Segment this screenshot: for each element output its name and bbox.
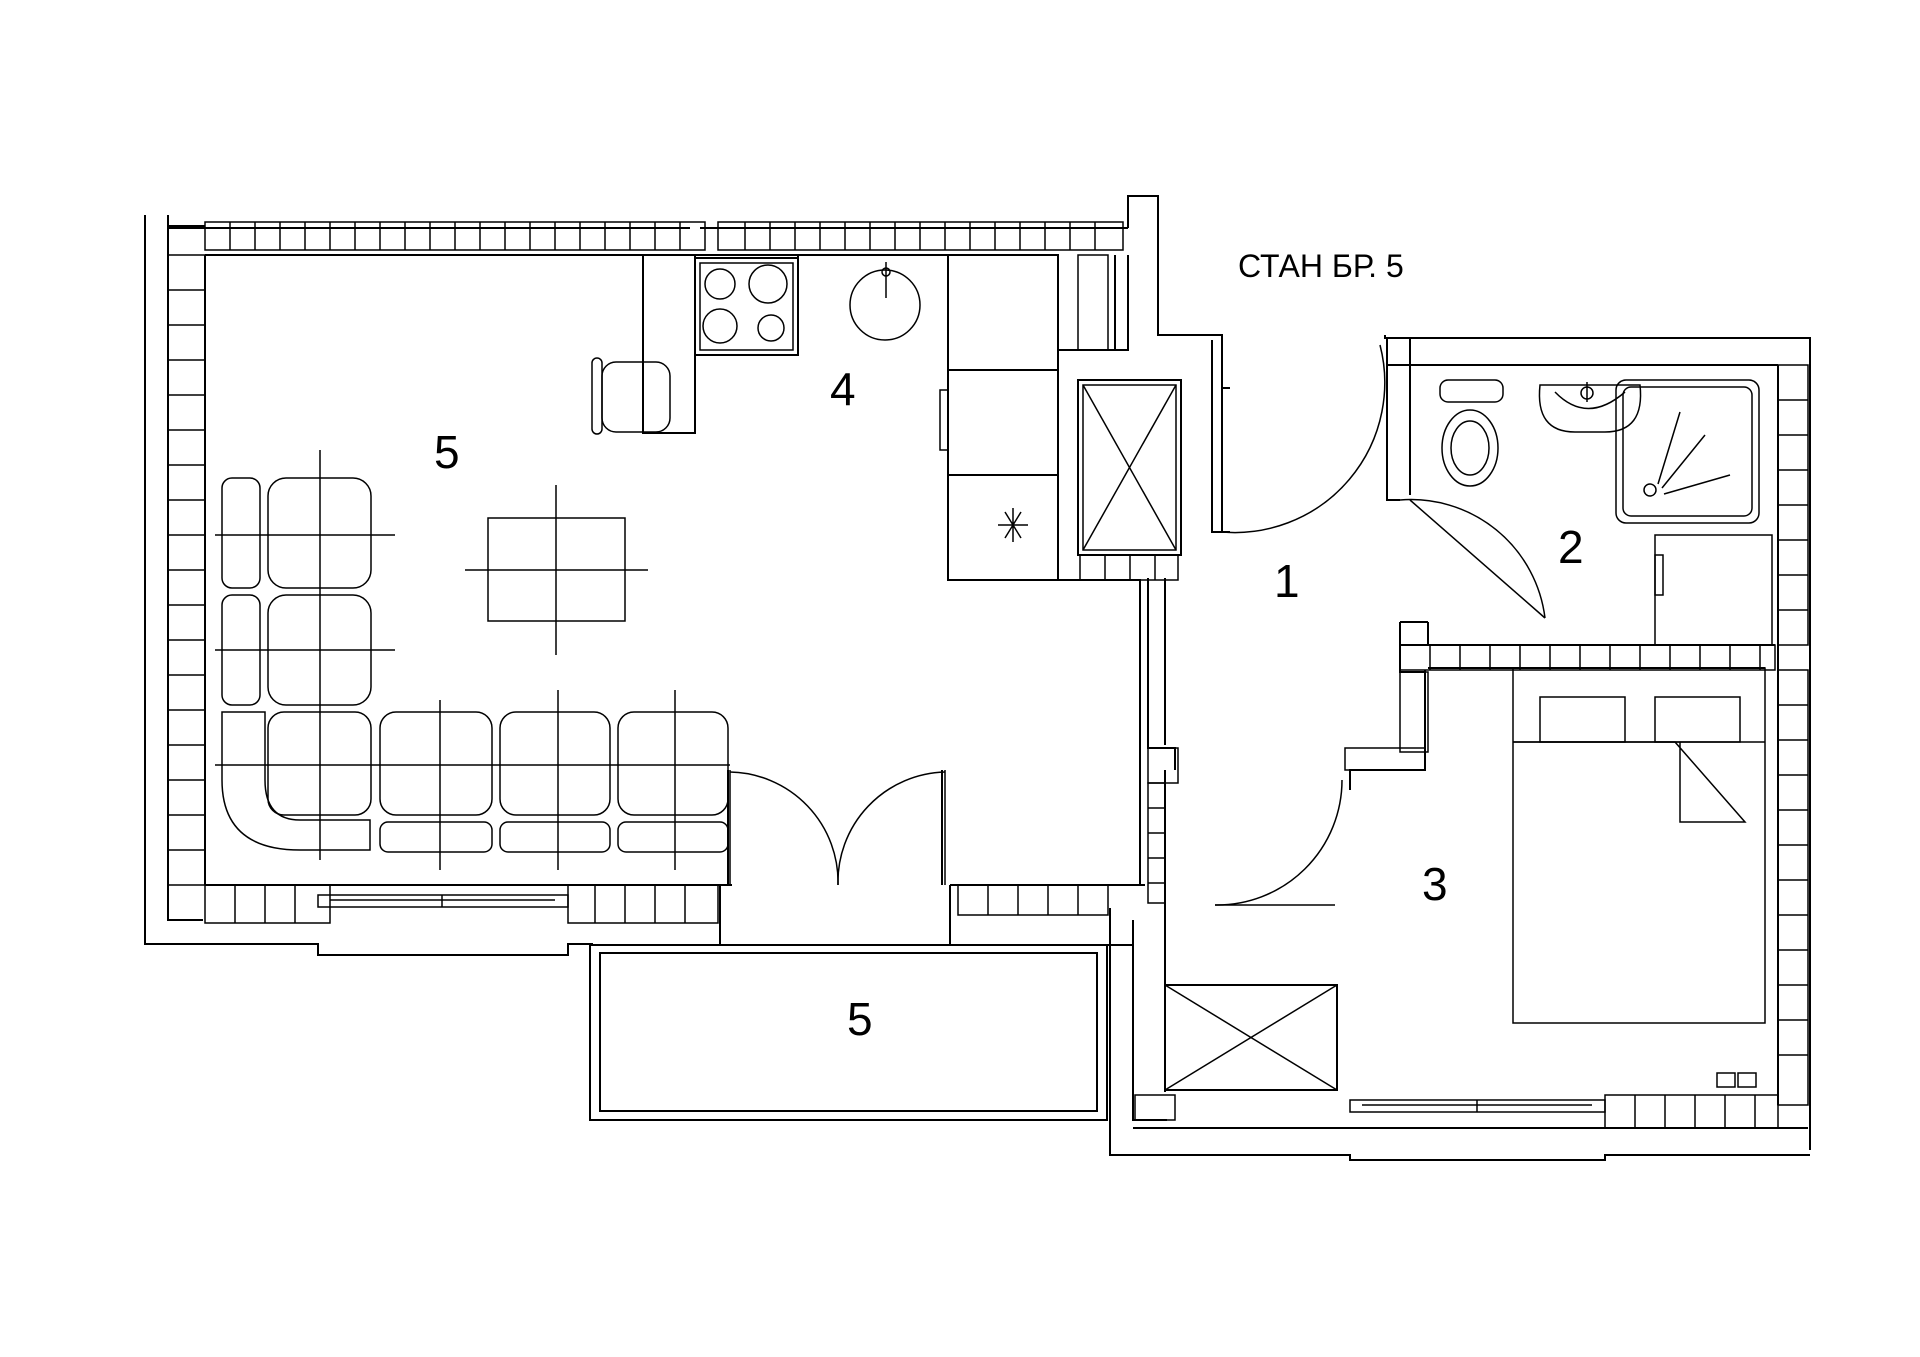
- stove-icon: [694, 257, 799, 356]
- bed: [1512, 667, 1766, 1024]
- ventilation-shaft-icon: [1077, 379, 1182, 556]
- sparkle-icon: [998, 508, 1028, 542]
- toilet-icon: [1439, 379, 1504, 487]
- wall-hatching: [167, 221, 1809, 1129]
- sofa: [215, 450, 730, 870]
- shower-icon: [1615, 379, 1760, 524]
- kitchen-counter: [642, 254, 1059, 581]
- brick-ticks: [168, 222, 1808, 1128]
- room-label-terrace: 5: [847, 993, 873, 1045]
- kitchen-sink-icon: [849, 262, 921, 341]
- washing-machine-icon: [1654, 534, 1773, 646]
- washbasin-icon: [1538, 382, 1642, 433]
- room-label-kitchen: 4: [830, 363, 856, 415]
- room-label-hall: 1: [1274, 555, 1300, 607]
- bathroom-door[interactable]: [1399, 498, 1546, 619]
- outlet-icon: [1716, 1072, 1757, 1088]
- chair-icon: [591, 357, 671, 435]
- entrance-door[interactable]: [1221, 344, 1386, 534]
- room-label-bathroom: 2: [1558, 521, 1584, 573]
- balcony-double-door[interactable]: [729, 770, 946, 886]
- coffee-table: [465, 485, 648, 655]
- wardrobe-icon: [1164, 984, 1338, 1091]
- windows: [317, 894, 1606, 1113]
- plan-title: СТАН БР. 5: [1238, 248, 1404, 284]
- room-label-bedroom: 3: [1422, 858, 1448, 910]
- room-label-living: 5: [434, 426, 460, 478]
- bedroom-door[interactable]: [1214, 779, 1343, 906]
